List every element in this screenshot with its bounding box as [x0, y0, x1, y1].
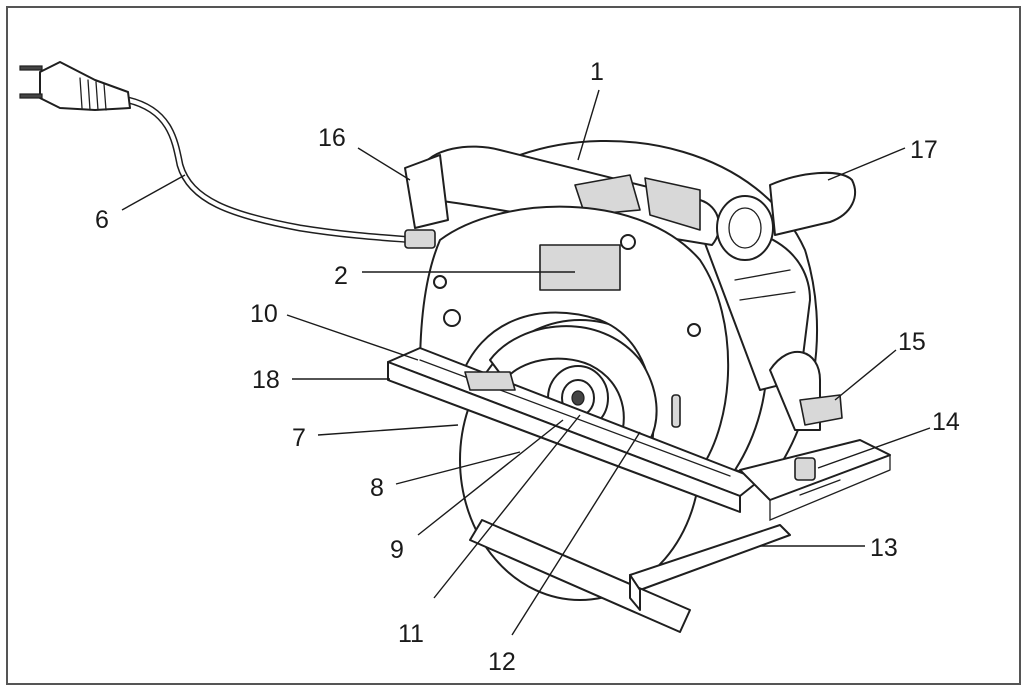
callout-9: 9 — [390, 536, 404, 564]
callout-11: 11 — [398, 620, 424, 648]
diagram-frame — [6, 6, 1021, 685]
switch-trigger — [404, 154, 449, 229]
callout-2: 2 — [334, 262, 348, 290]
callout-17: 17 — [910, 136, 938, 164]
parallel-guide-fence — [469, 519, 691, 633]
callout-12: 12 — [488, 648, 516, 676]
callout-10: 10 — [250, 300, 278, 328]
rating-plate — [539, 244, 621, 291]
guard-top-ribs — [574, 174, 701, 231]
bevel-lock-lever — [799, 394, 843, 426]
callout-13: 13 — [870, 534, 898, 562]
callout-labels: 1 2 6 7 8 9 10 11 12 13 14 15 16 17 18 — [95, 58, 960, 676]
power-cord — [124, 96, 419, 244]
leader-lines — [121, 89, 931, 636]
riving-knife-slot — [671, 394, 681, 428]
callout-15: 15 — [898, 328, 926, 356]
callout-1: 1 — [590, 58, 604, 86]
parallel-guide-clamp — [794, 457, 841, 496]
callout-8: 8 — [370, 474, 384, 502]
callout-6: 6 — [95, 206, 109, 234]
callout-18: 18 — [252, 366, 280, 394]
callout-14: 14 — [932, 408, 960, 436]
callout-16: 16 — [318, 124, 346, 152]
plug — [19, 61, 131, 111]
auxiliary-handle — [716, 171, 857, 261]
callout-7: 7 — [292, 424, 306, 452]
cord-grommet — [404, 229, 436, 249]
